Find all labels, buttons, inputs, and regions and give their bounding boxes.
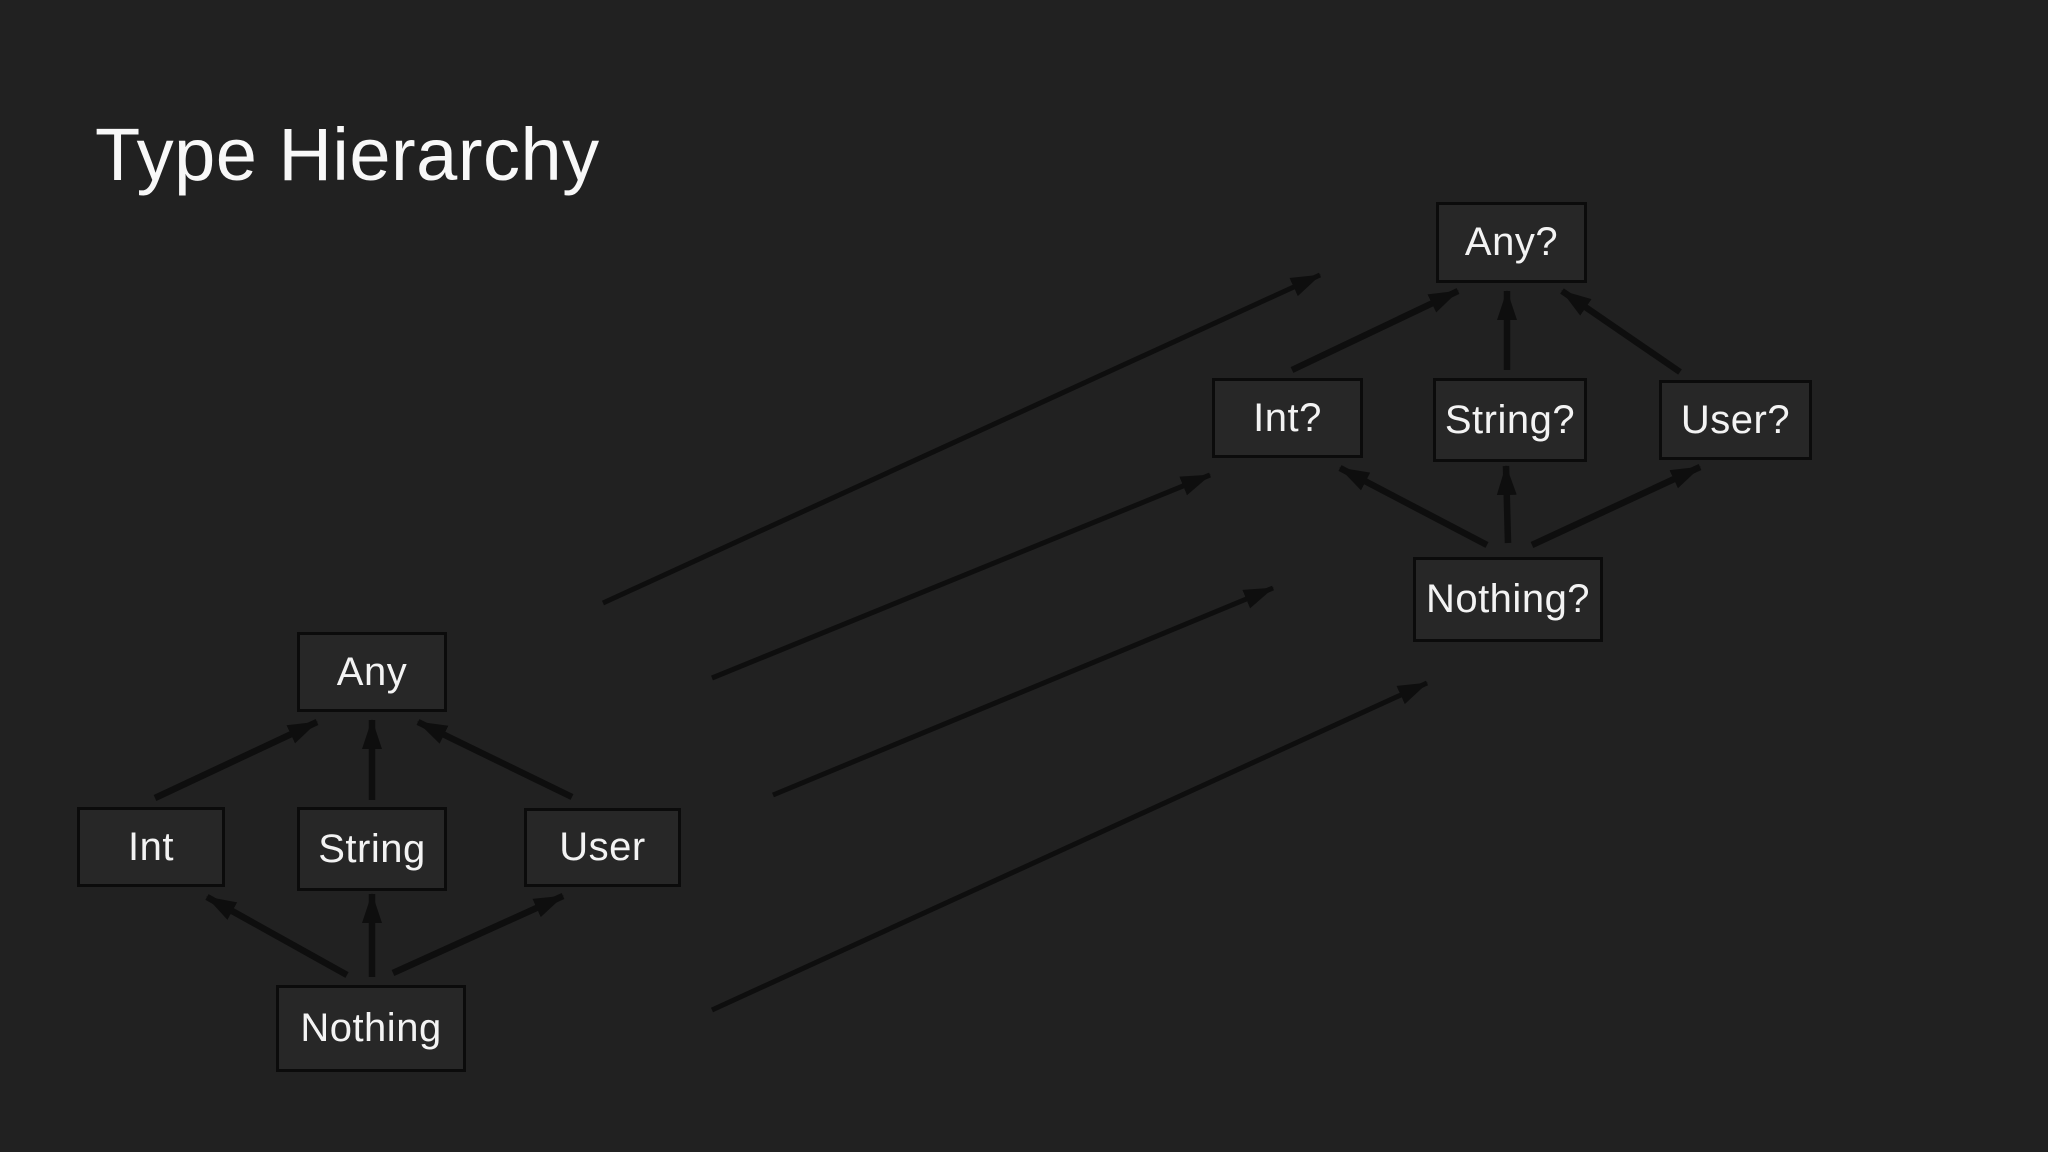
edge-left-diagram-to-nothing-q: [772, 585, 1274, 798]
edge-left-diagram-to-int-q: [711, 472, 1211, 681]
edge-nothing-q-to-int-q: [1338, 465, 1489, 548]
node-string: String: [297, 807, 447, 891]
node-user-q: User?: [1659, 380, 1812, 460]
edge-nothing-to-user: [391, 893, 565, 976]
edges-layer: [153, 272, 1702, 1013]
edge-nothing-q-to-string-q: [1496, 465, 1517, 544]
node-nothing: Nothing: [276, 985, 466, 1072]
edge-user-q-to-any-q: [1560, 288, 1682, 375]
node-nothing-q: Nothing?: [1413, 557, 1603, 642]
edge-nothing-q-to-user-q: [1530, 464, 1702, 548]
slide-title: Type Hierarchy: [95, 113, 600, 196]
edge-nothing-to-int: [205, 894, 349, 978]
edge-user-to-any: [416, 719, 574, 800]
node-string-q: String?: [1433, 378, 1587, 462]
node-any-q: Any?: [1436, 202, 1587, 283]
edge-int-q-to-any-q: [1290, 288, 1460, 373]
node-any: Any: [297, 632, 447, 712]
edge-left-diagram-to-any-q: [601, 272, 1322, 606]
node-int: Int: [77, 807, 225, 887]
edge-left-diagram-to-nothing-q: [710, 680, 1429, 1013]
edge-int-to-any: [153, 719, 319, 801]
node-int-q: Int?: [1212, 378, 1363, 458]
node-user: User: [524, 808, 681, 887]
